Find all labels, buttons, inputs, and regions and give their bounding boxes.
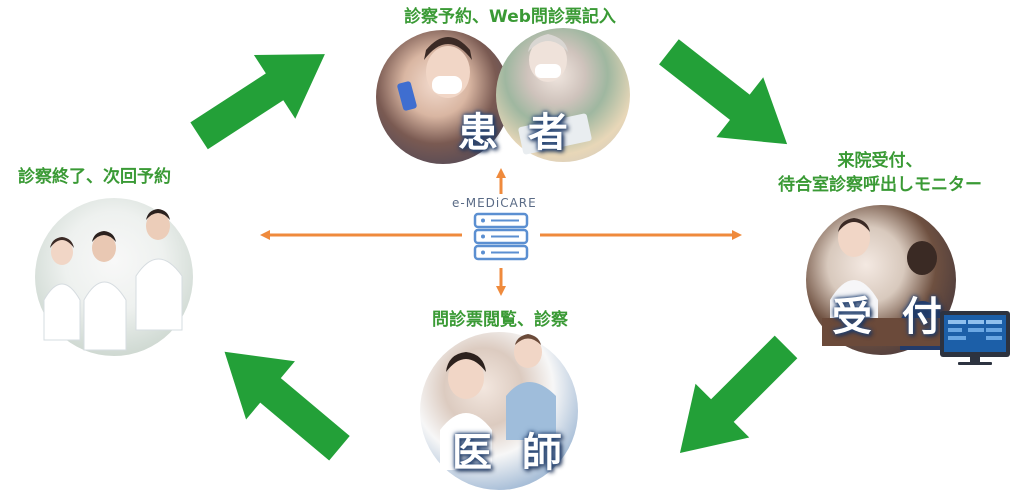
server-icon — [473, 212, 529, 261]
doctor-title: 医 師 — [452, 430, 570, 476]
reception-title: 受 付 — [832, 294, 950, 340]
flow-arrow-doctor-to-team — [224, 351, 350, 461]
patient-caption: 診察予約、Web問診票記入 — [404, 7, 616, 27]
flow-arrow-team-to-patient — [190, 54, 325, 150]
flow-arrow-reception-to-doctor — [679, 335, 798, 454]
flow-arrow-patient-to-reception — [659, 39, 788, 145]
doctor-caption: 問診票閲覧、診察 — [432, 310, 568, 330]
reception-caption-line1: 来院受付、 — [837, 151, 923, 171]
team-caption: 診察終了、次回予約 — [18, 167, 171, 187]
patient-title: 患 者 — [458, 110, 576, 156]
reception-caption-line2: 待合室診察呼出しモニター — [778, 175, 982, 195]
brand-logo: e-MEDiCARE — [452, 196, 537, 210]
